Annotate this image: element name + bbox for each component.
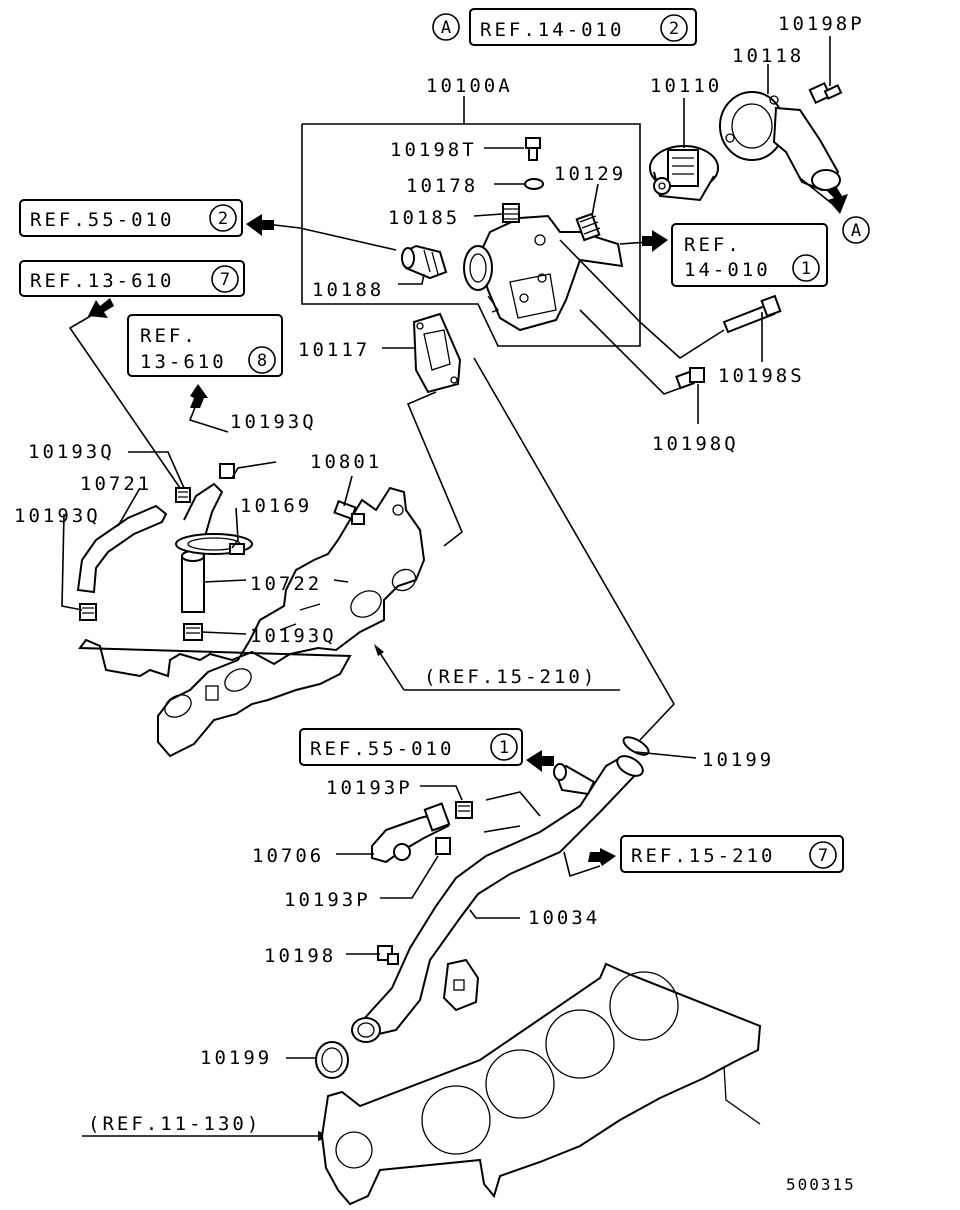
label-10801: 10801 (310, 451, 382, 473)
ref-14-010-2-box[interactable]: REF.14-010 2 (469, 8, 697, 46)
label-10129: 10129 (554, 163, 626, 185)
svg-text:REF.55-010: REF.55-010 (30, 209, 174, 231)
leader-lines (61, 36, 841, 1059)
label-10193q-d: 10193Q (250, 625, 337, 647)
ref-13-610-8-box[interactable]: REF. 13-610 8 (127, 314, 283, 377)
water-outlet-10118 (719, 91, 841, 192)
bolt-10198t (525, 137, 541, 161)
label-10188: 10188 (312, 279, 384, 301)
connector-pipe (553, 763, 596, 796)
label-10169: 10169 (240, 495, 312, 517)
clamp-10193q-a (175, 487, 191, 503)
label-10178: 10178 (406, 175, 478, 197)
ref-arrows (88, 186, 848, 866)
pipe-10722 (175, 482, 253, 613)
svg-text:A: A (851, 221, 861, 241)
marker-a-top: A (432, 13, 460, 41)
label-10198p: 10198P (778, 13, 865, 35)
label-10721: 10721 (80, 473, 152, 495)
ref-13-610-7-box[interactable]: REF.13-610 7 (19, 260, 245, 297)
label-10198: 10198 (264, 945, 336, 967)
label-10706: 10706 (252, 845, 324, 867)
label-10198q: 10198Q (652, 433, 739, 455)
gasket-10117 (412, 312, 462, 394)
svg-text:7: 7 (220, 270, 230, 290)
bolt-10198 (377, 945, 399, 965)
group-10100a-frame (301, 123, 641, 347)
label-10193q-a: 10193Q (230, 411, 317, 433)
label-10110: 10110 (650, 75, 722, 97)
label-10198t: 10198T (390, 139, 477, 161)
cylinder-head-gasket (320, 962, 762, 1206)
label-10199-bottom: 10199 (200, 1047, 272, 1069)
o-ring-10199-bottom (315, 1041, 349, 1079)
label-10193q-c: 10193Q (14, 505, 101, 527)
thermostat-10110 (649, 145, 719, 202)
label-10118: 10118 (732, 45, 804, 67)
clamp-10193q-d (183, 623, 203, 641)
svg-text:13-610: 13-610 (140, 351, 227, 373)
clamp-10193q-c (79, 603, 97, 621)
label-10193p-a: 10193P (326, 777, 413, 799)
ref-15-210-7-box[interactable]: REF.15-210 7 (620, 835, 844, 873)
marker-a-right: A (842, 216, 870, 244)
spring-10185 (502, 203, 520, 223)
svg-text:A: A (441, 18, 451, 38)
clip-10169 (229, 543, 245, 555)
label-10193p-b: 10193P (284, 889, 371, 911)
sensor-10801 (333, 500, 365, 525)
ref-55-010-2-box[interactable]: REF.55-010 2 (19, 199, 243, 237)
spring-10129 (575, 212, 601, 242)
fitting-10706 (371, 802, 451, 864)
bolt-10198s (722, 294, 782, 334)
clamp-10193p-a (455, 801, 473, 819)
label-10193q-b: 10193Q (28, 441, 115, 463)
label-10100a: 10100A (426, 75, 513, 97)
thermostat-housing (463, 214, 624, 332)
bolt-10198q (675, 367, 705, 390)
svg-text:REF.55-010: REF.55-010 (310, 738, 454, 760)
clamp-10193p-b (435, 837, 451, 855)
svg-text:REF.14-010: REF.14-010 (480, 19, 624, 41)
svg-text:2: 2 (218, 209, 228, 229)
label-10198s: 10198S (718, 365, 805, 387)
fitting-10188 (401, 244, 448, 280)
svg-text:7: 7 (818, 846, 828, 866)
label-10722: 10722 (250, 573, 322, 595)
svg-text:REF.: REF. (140, 325, 198, 347)
intake-manifold (78, 486, 426, 758)
ref-11-130-plain[interactable]: (REF.11-130) (88, 1113, 261, 1135)
ref-15-210-plain[interactable]: (REF.15-210) (424, 666, 597, 688)
label-10199-top: 10199 (702, 749, 774, 771)
clamp-10193q-b (219, 463, 235, 479)
svg-text:2: 2 (669, 19, 679, 39)
svg-text:REF.15-210: REF.15-210 (631, 845, 775, 867)
label-10034: 10034 (528, 907, 600, 929)
water-pipe-10034 (351, 755, 644, 1043)
svg-text:1: 1 (801, 259, 811, 279)
ref-14-010-1-box[interactable]: REF. 14-010 1 (671, 223, 828, 287)
label-10117: 10117 (298, 339, 370, 361)
svg-text:REF.13-610: REF.13-610 (30, 270, 174, 292)
diagram-code: 500315 (786, 1175, 856, 1194)
o-ring-10199-top (622, 736, 650, 756)
svg-text:1: 1 (499, 738, 509, 758)
svg-text:14-010: 14-010 (684, 259, 771, 281)
ref-55-010-1-box[interactable]: REF.55-010 1 (299, 728, 523, 766)
hose-10721 (76, 504, 168, 594)
svg-text:REF.: REF. (684, 234, 742, 256)
bolt-10198p (808, 81, 843, 105)
svg-text:8: 8 (257, 351, 267, 371)
label-10185: 10185 (388, 207, 460, 229)
washer-10178 (524, 178, 544, 190)
